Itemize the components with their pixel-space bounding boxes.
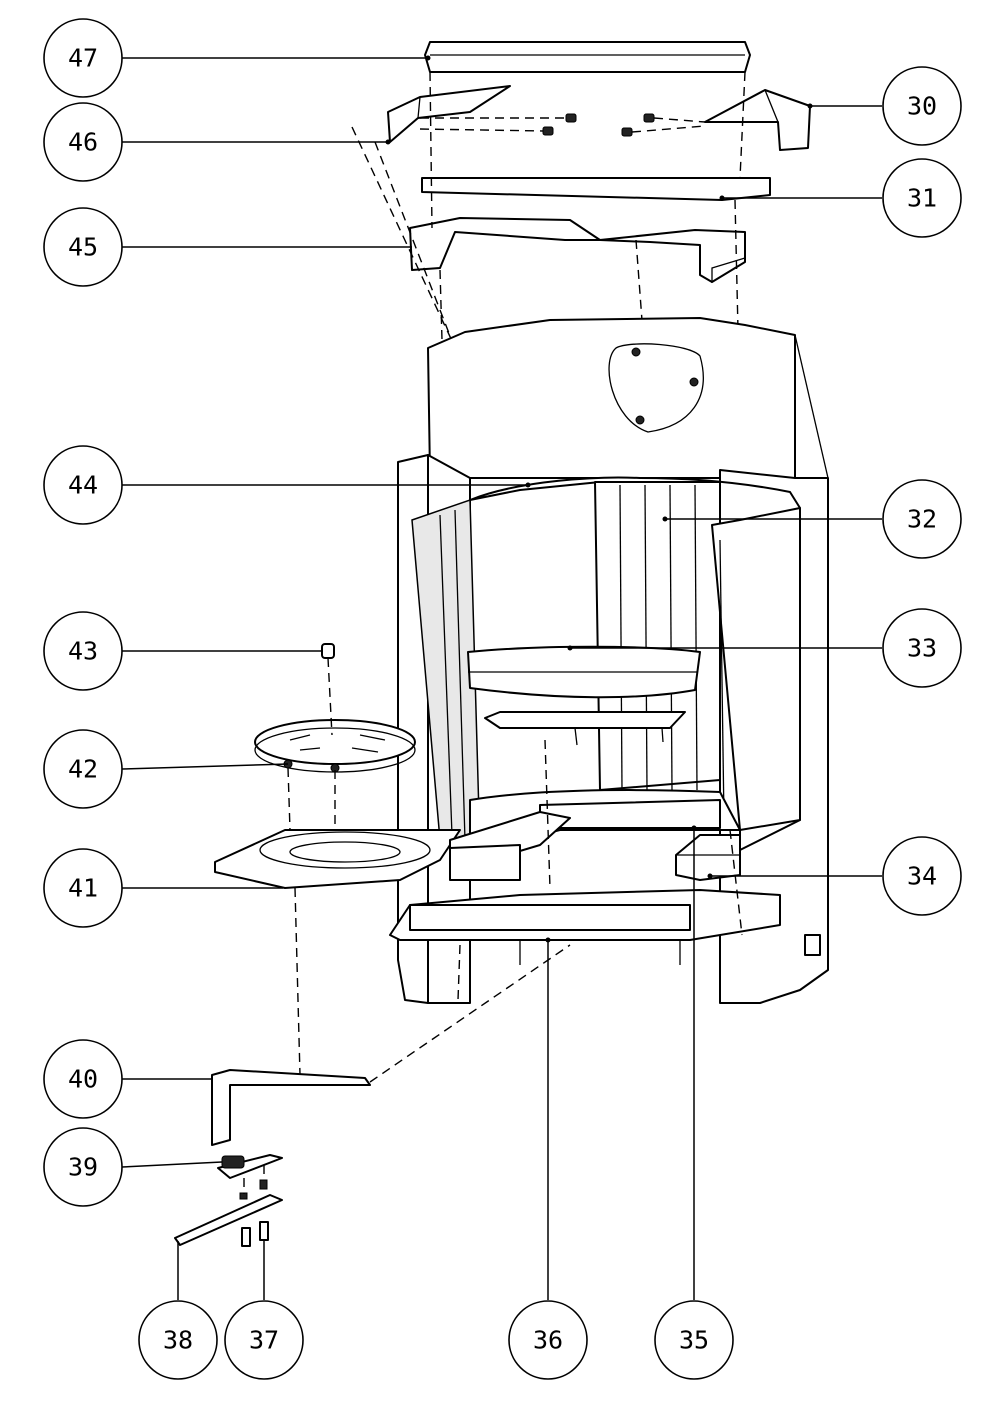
callout-35: 35 [654,1300,734,1380]
callout-39-label: 39 [68,1153,98,1182]
part-34-side-brick [675,834,741,881]
callout-44-label: 44 [68,471,98,500]
part-41-grate-frame [214,811,571,889]
part-42-round-grate [254,719,416,773]
part-33-baffle-shelf [467,645,701,746]
callout-46-label: 46 [68,128,98,157]
callout-37-label: 37 [249,1326,279,1355]
callout-34-label: 34 [907,862,937,891]
part-37-38-slide-plate [174,1165,283,1247]
callout-43-label: 43 [68,637,98,666]
callout-42-label: 42 [68,755,98,784]
part-47-top-cover [424,41,751,73]
callout-32-label: 32 [907,505,937,534]
callout-38-label: 38 [163,1326,193,1355]
callout-34: 34 [882,836,962,916]
callout-35-label: 35 [679,1326,709,1355]
callout-45-label: 45 [68,233,98,262]
callout-33-label: 33 [907,634,937,663]
callout-30: 30 [882,66,962,146]
callout-30-label: 30 [907,92,937,121]
callout-40-label: 40 [68,1065,98,1094]
callout-36-label: 36 [533,1326,563,1355]
callout-47-label: 47 [68,44,98,73]
callout-40: 40 [43,1039,123,1119]
rear-body-panel [427,317,796,479]
callout-47: 47 [43,18,123,98]
callout-36: 36 [508,1300,588,1380]
construction-dashes-bottom [287,739,743,1083]
leader-lines [121,55,882,1300]
assembly-drawing [174,41,829,1247]
part-40-lever-rod [211,1069,371,1146]
firebox [411,476,801,851]
part-30-right-bracket [704,89,811,151]
part-46-left-bracket [387,85,511,143]
callout-42: 42 [43,729,123,809]
callout-32: 32 [882,479,962,559]
callout-39: 39 [43,1127,123,1207]
part-43-screw [321,643,335,736]
callout-31-label: 31 [907,184,937,213]
callout-44: 44 [43,445,123,525]
callout-45: 45 [43,207,123,287]
callout-31: 31 [882,158,962,238]
part-39-knob-bracket [217,1154,283,1179]
callout-46: 46 [43,102,123,182]
callout-33: 33 [882,608,962,688]
callout-43: 43 [43,611,123,691]
part-45-baffle [409,217,746,284]
callout-41-label: 41 [68,874,98,903]
callout-38: 38 [138,1300,218,1380]
callout-37: 37 [224,1300,304,1380]
callout-41: 41 [43,848,123,928]
part-31-top-plate [421,177,771,201]
bracket-screws [419,113,706,137]
